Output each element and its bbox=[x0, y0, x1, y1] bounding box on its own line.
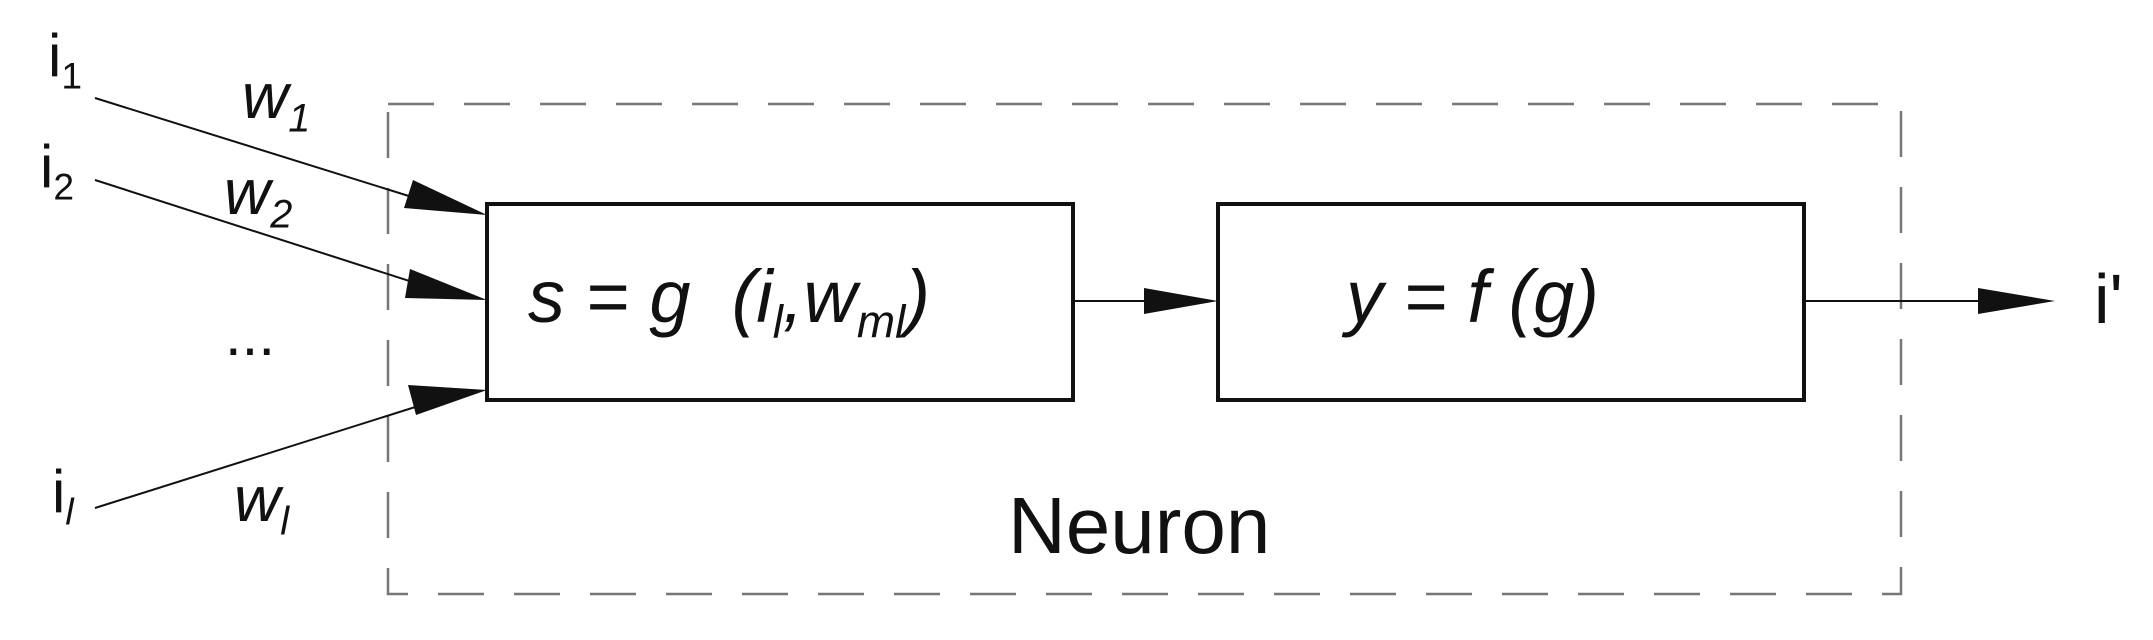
input-arrow-3 bbox=[408, 385, 487, 415]
input-arrow-2 bbox=[405, 269, 487, 300]
input-label-2: i2 bbox=[40, 137, 74, 206]
input-label-3-sub: l bbox=[65, 490, 74, 533]
input-line-3 bbox=[94, 402, 429, 509]
aggregation-arg-close: ) bbox=[905, 255, 930, 338]
weight-label-1: w1 bbox=[242, 64, 310, 138]
weight-label-2-sub: 2 bbox=[270, 192, 293, 237]
activation-formula: y = f (g) bbox=[1346, 255, 1599, 338]
input-label-2-sub: 2 bbox=[53, 165, 75, 208]
aggregation-box bbox=[485, 202, 1075, 402]
weight-label-1-base: w bbox=[242, 60, 289, 132]
input-arrow-1 bbox=[404, 180, 487, 215]
weight-label-3-sub: l bbox=[280, 499, 290, 544]
output-label: i' bbox=[2094, 260, 2123, 338]
ellipsis: ... bbox=[225, 301, 276, 368]
aggregation-formula: s = g (il,wml) bbox=[528, 260, 930, 345]
neuron-label: Neuron bbox=[1008, 481, 1271, 570]
input-line-1 bbox=[94, 97, 429, 203]
weight-label-2: w2 bbox=[224, 160, 292, 234]
input-label-1: i1 bbox=[48, 26, 82, 95]
activation-box bbox=[1216, 202, 1806, 402]
output-arrow bbox=[1978, 288, 2055, 314]
weight-label-3: wl bbox=[234, 467, 289, 541]
input-label-2-base: i bbox=[40, 133, 54, 200]
weight-label-2-base: w bbox=[224, 156, 271, 228]
neuron-boundary bbox=[386, 102, 1903, 596]
input-line-2 bbox=[94, 179, 426, 287]
input-label-3: il bbox=[52, 462, 74, 531]
aggregation-weight-sub: ml bbox=[856, 295, 906, 348]
aggregation-arg-sep: ,w bbox=[782, 255, 857, 338]
connector-arrow bbox=[1144, 288, 1218, 314]
weight-label-1-sub: 1 bbox=[288, 96, 311, 141]
input-label-3-base: i bbox=[52, 458, 66, 525]
aggregation-arg-open: (i bbox=[731, 255, 773, 338]
input-label-1-base: i bbox=[48, 22, 62, 89]
aggregation-lhs: s = g bbox=[528, 255, 691, 338]
weight-label-3-base: w bbox=[234, 463, 281, 535]
input-label-1-sub: 1 bbox=[61, 54, 83, 97]
aggregation-input-sub: l bbox=[772, 295, 783, 348]
